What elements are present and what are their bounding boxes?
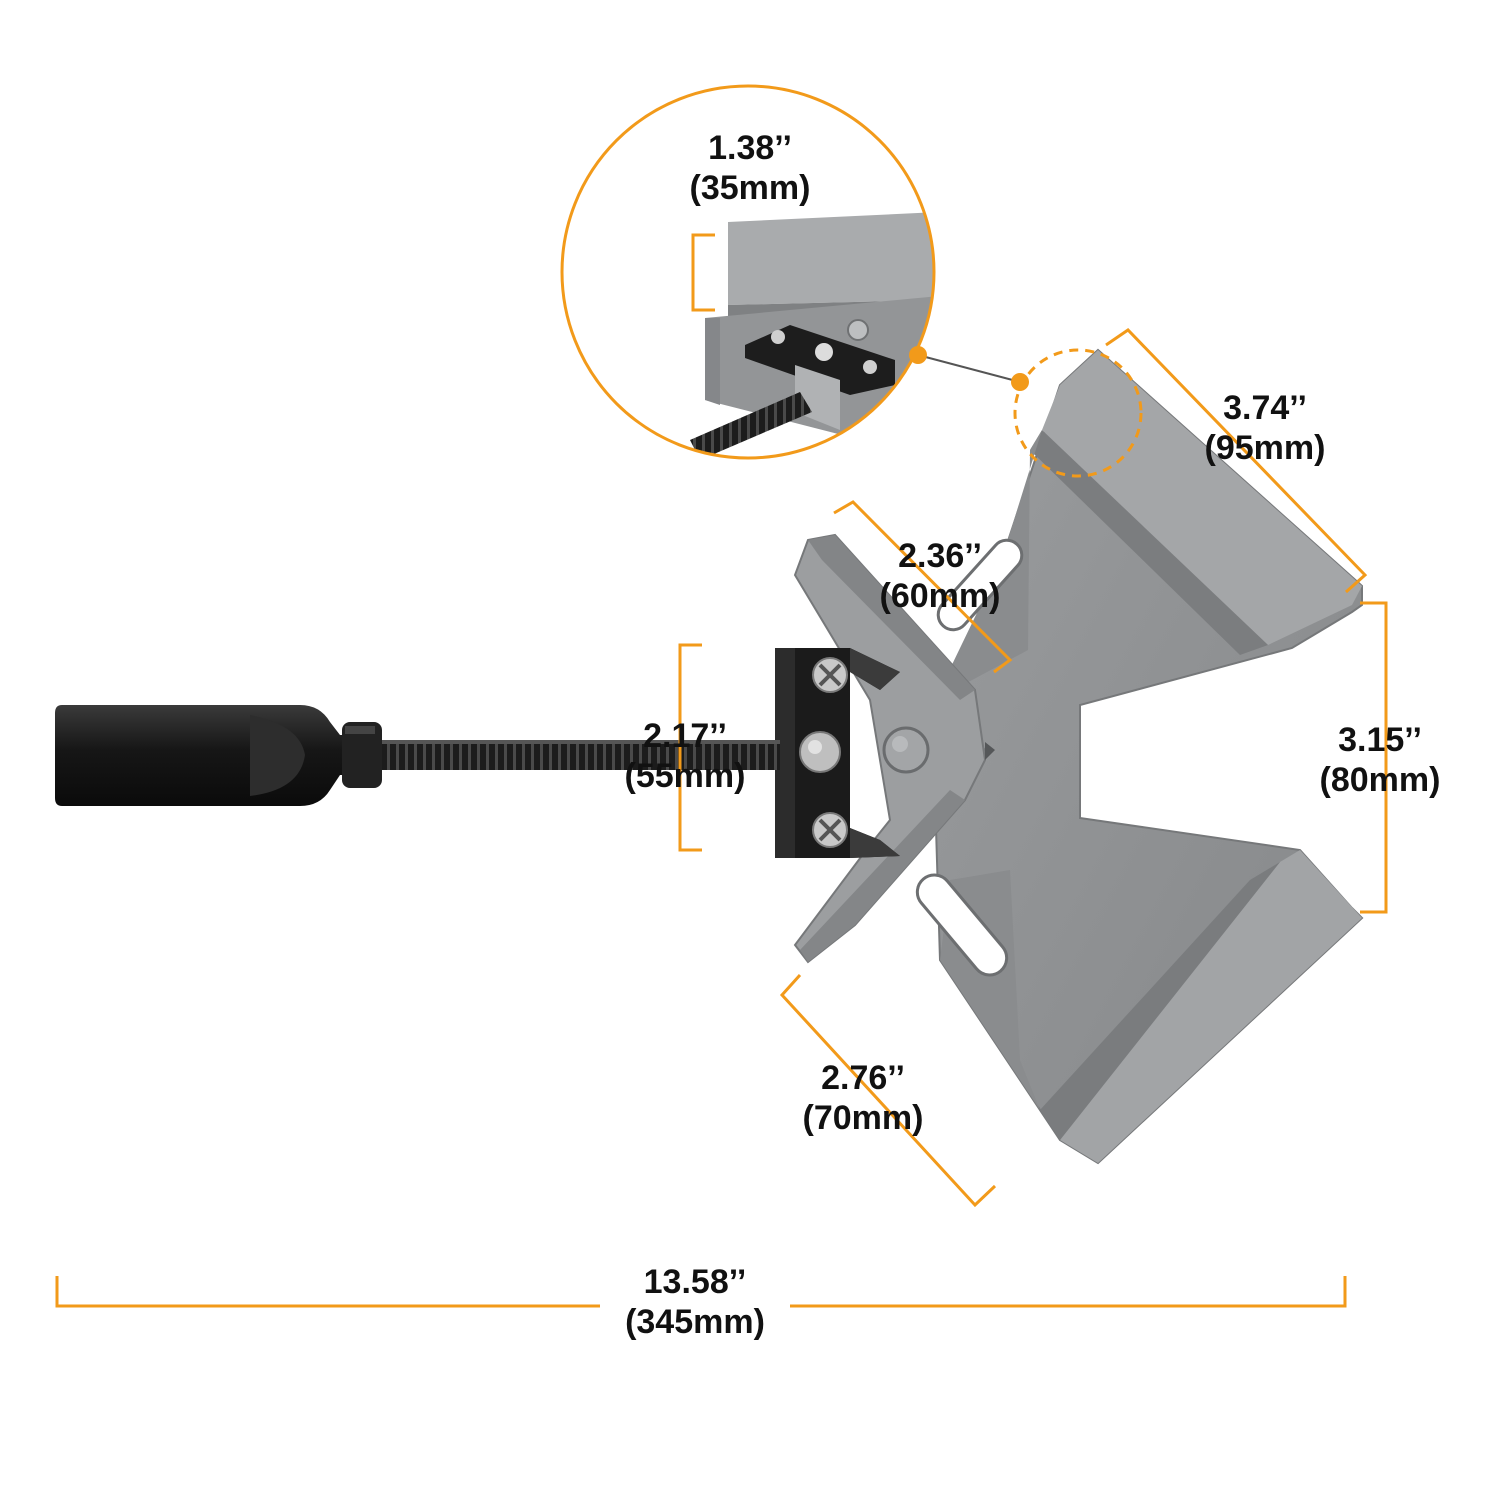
dim-side-length-inch: 2.76’’ xyxy=(821,1059,905,1097)
dim-jaw-width-inch: 2.36’’ xyxy=(898,537,982,575)
dim-side-length-mm: (70mm) xyxy=(802,1099,924,1137)
dim-jaw-width-mm: (60mm) xyxy=(879,577,1001,615)
dim-line-fence-length xyxy=(1105,328,1368,594)
dim-line-fence-height xyxy=(1360,601,1388,914)
handle-grip-icon xyxy=(55,705,382,806)
dim-label-total-length: 13.58’’ (345mm) xyxy=(600,1262,790,1342)
dim-detail-height-inch: 1.38’’ xyxy=(708,129,792,167)
dim-line-jaw-opening xyxy=(678,643,702,852)
clamp-fence-body xyxy=(915,348,1364,1165)
callout-dot xyxy=(1011,373,1029,391)
dim-detail-height-mm: (35mm) xyxy=(689,169,811,207)
dim-fence-height-mm: (80mm) xyxy=(1319,761,1441,799)
phillips-screw-icon xyxy=(812,812,848,848)
phillips-screw-icon xyxy=(812,657,848,693)
dim-total-length-mm: (345mm) xyxy=(600,1302,790,1342)
dim-jaw-opening-inch: 2.17’’ xyxy=(643,717,727,755)
dim-label-jaw-width: 2.36’’ (60mm) xyxy=(855,536,1025,616)
dim-label-fence-height: 3.15’’ (80mm) xyxy=(1295,720,1465,800)
detail-zone-circle xyxy=(1013,348,1143,478)
dim-line-detail-height xyxy=(691,233,715,312)
dim-label-side-length: 2.76’’ (70mm) xyxy=(778,1058,948,1138)
center-bolt-icon xyxy=(799,731,841,773)
dim-label-jaw-opening: 2.17’’ (55mm) xyxy=(600,716,770,796)
dim-fence-length-mm: (95mm) xyxy=(1204,429,1326,467)
dim-fence-height-inch: 3.15’’ xyxy=(1338,721,1422,759)
threaded-screw-rod xyxy=(380,740,780,770)
moving-jaw-bracket xyxy=(793,533,995,964)
dim-line-jaw-width xyxy=(833,500,1013,674)
detail-callout xyxy=(560,84,1143,478)
dim-label-detail-height: 1.38’’ (35mm) xyxy=(660,128,840,208)
dim-fence-length-inch: 3.74’’ xyxy=(1223,389,1307,427)
callout-leader-line xyxy=(917,354,1021,383)
callout-ring xyxy=(560,84,936,460)
mounting-slot-bottom xyxy=(915,873,1009,977)
dim-line-side-length xyxy=(779,973,997,1208)
callout-dot xyxy=(909,346,927,364)
dim-total-length-inch: 13.58’’ xyxy=(600,1262,790,1302)
black-jaw-plate xyxy=(775,648,900,858)
dim-label-fence-length: 3.74’’ (95mm) xyxy=(1180,388,1350,468)
dim-jaw-opening-mm: (55mm) xyxy=(624,757,746,795)
